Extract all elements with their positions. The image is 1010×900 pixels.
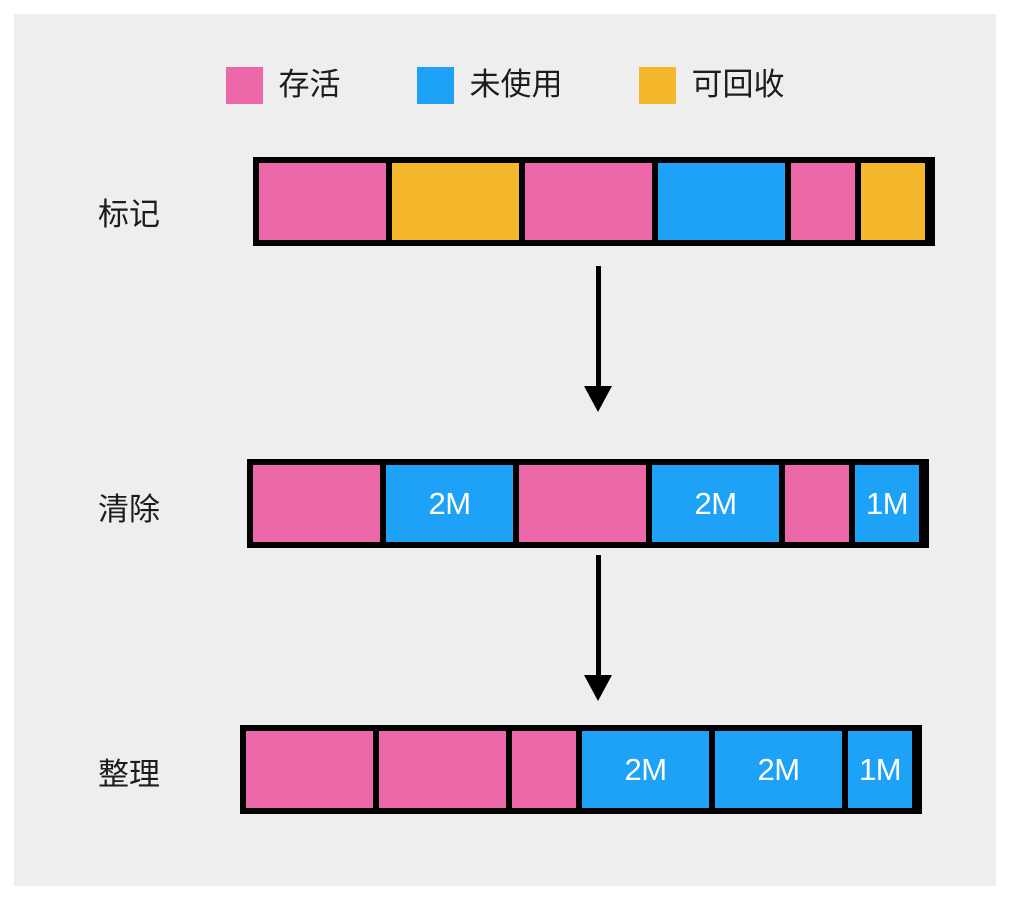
memory-segment [259,163,386,240]
memory-segment [658,163,785,240]
legend-item-unused: 未使用 [416,66,563,104]
memory-segment-label: 1M [865,486,909,521]
memory-bar-compact: 2M 2M 1M [240,725,922,814]
memory-segment-label: 2M [757,752,800,787]
memory-segment: 2M [652,465,779,542]
memory-segment: 2M [582,731,709,808]
legend-swatch-garbage-icon [638,66,676,104]
memory-segment: 2M [386,465,513,542]
memory-segment [392,163,519,240]
legend-swatch-unused-icon [416,66,454,104]
legend-label-garbage: 可回收 [691,66,785,103]
flow-arrow-sweep-to-compact-icon [584,555,612,701]
legend-label-unused: 未使用 [469,66,563,103]
memory-segment [379,731,506,808]
memory-bar-mark [253,157,935,246]
memory-segment-label: 2M [624,752,667,787]
legend-swatch-live-icon [225,66,263,104]
memory-segment [519,465,646,542]
memory-segment: 2M [715,731,842,808]
memory-segment [525,163,652,240]
legend-item-garbage: 可回收 [638,66,785,104]
row-label-mark: 标记 [98,197,160,233]
memory-segment: 1M [848,731,912,808]
memory-segment: 1M [855,465,919,542]
row-label-compact: 整理 [98,757,160,793]
diagram-panel: 存活 未使用 可回收 标记 [14,14,996,886]
legend-item-live: 存活 [225,66,341,104]
memory-segment-label: 2M [428,486,471,521]
flow-arrow-mark-to-sweep-icon [584,266,612,412]
memory-segment-label: 2M [694,486,737,521]
memory-segment [791,163,855,240]
row-label-sweep: 清除 [98,492,160,528]
memory-segment [512,731,576,808]
memory-segment [861,163,925,240]
legend-label-live: 存活 [278,66,341,103]
memory-segment [246,731,373,808]
memory-bar-sweep: 2M 2M 1M [247,459,929,548]
memory-segment [785,465,849,542]
legend: 存活 未使用 可回收 [14,62,996,108]
memory-segment-label: 1M [858,752,902,787]
memory-segment [253,465,380,542]
